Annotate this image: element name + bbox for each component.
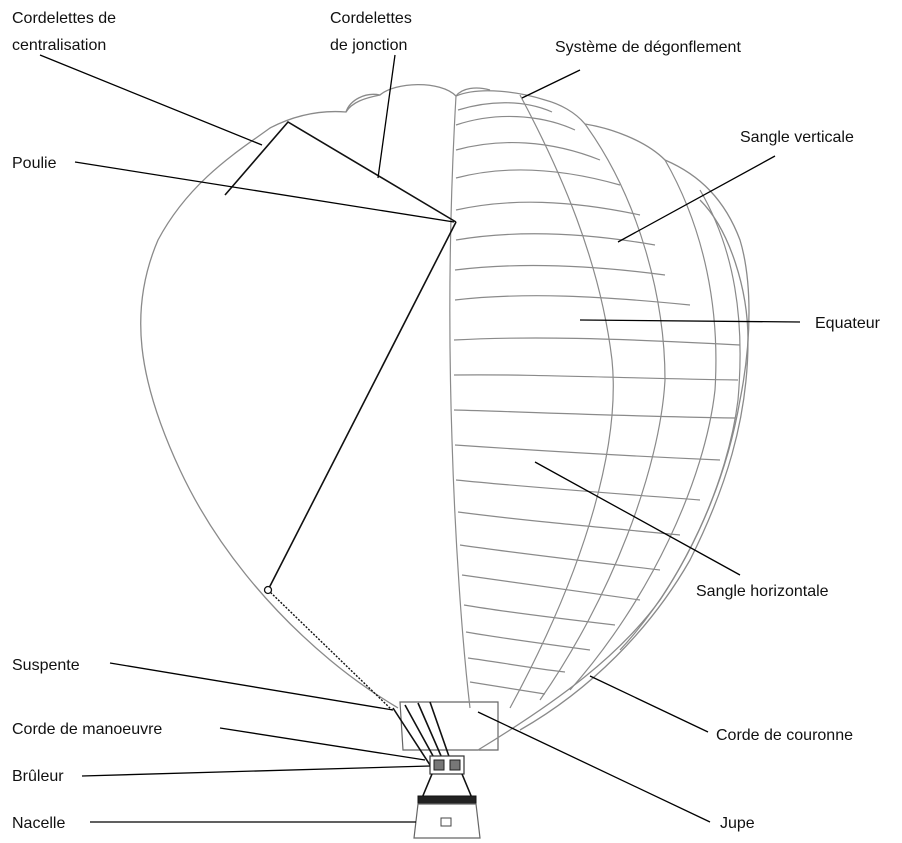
burner-assembly [429,755,465,775]
balloon-envelope [140,83,750,751]
centralisation-cords [224,120,457,223]
label-deflation: Système de dégonflement [555,39,741,56]
leader-burner [81,765,431,777]
pulley-rope [267,221,457,591]
leader-skirt [477,711,711,823]
label-suspension: Suspente [12,657,80,674]
gore-2 [509,94,614,709]
burner-coil-right [449,759,461,771]
label-horizontal-strap: Sangle horizontale [696,583,829,600]
leader-pulley [74,161,455,223]
label-crown-rope: Corde de couronne [716,727,853,744]
leader-suspension [109,662,394,711]
leader-deflation [521,69,581,99]
gore-center [449,95,471,709]
basket-top-band [417,795,477,805]
envelope-outline-left [140,83,457,709]
leader-horizontal-strap [534,461,741,576]
leader-maneuver [219,727,426,761]
skirt-outline [399,701,499,751]
label-pulley: Poulie [12,155,57,172]
label-basket: Nacelle [12,815,65,832]
label-jonction-line2: de jonction [330,37,407,54]
suspension-cables [392,701,453,766]
gore-4 [569,159,717,691]
label-equator: Equateur [815,315,881,332]
basket [413,773,481,839]
labels: Cordelettes de centralisation Cordelette… [12,10,881,832]
leader-lines [39,54,801,823]
leader-equator [579,319,801,323]
crown-lobes [345,87,491,113]
burner-coil-left [433,759,445,771]
label-vertical-strap: Sangle verticale [740,129,854,146]
label-centralisation-line2: centralisation [12,37,106,54]
label-skirt: Jupe [720,815,755,832]
basket-window [440,817,452,827]
gore-3 [539,123,666,701]
label-jonction-line1: Cordelettes [330,10,412,27]
label-maneuver: Corde de manoeuvre [12,721,162,738]
label-burner: Brûleur [12,768,64,785]
gore-5 [619,189,741,651]
pulley-ring [263,585,273,595]
leader-vertical-strap [617,155,776,243]
maneuver-rope-dotted [267,589,393,711]
leader-crown-rope [589,675,709,733]
label-centralisation-line1: Cordelettes de [12,10,116,27]
leader-jonction [377,54,396,179]
crown-rope-outline [519,199,749,731]
horizontal-straps [453,102,741,695]
basket-cables [421,773,473,799]
leader-centralisation [39,54,263,146]
ropes [224,120,457,766]
